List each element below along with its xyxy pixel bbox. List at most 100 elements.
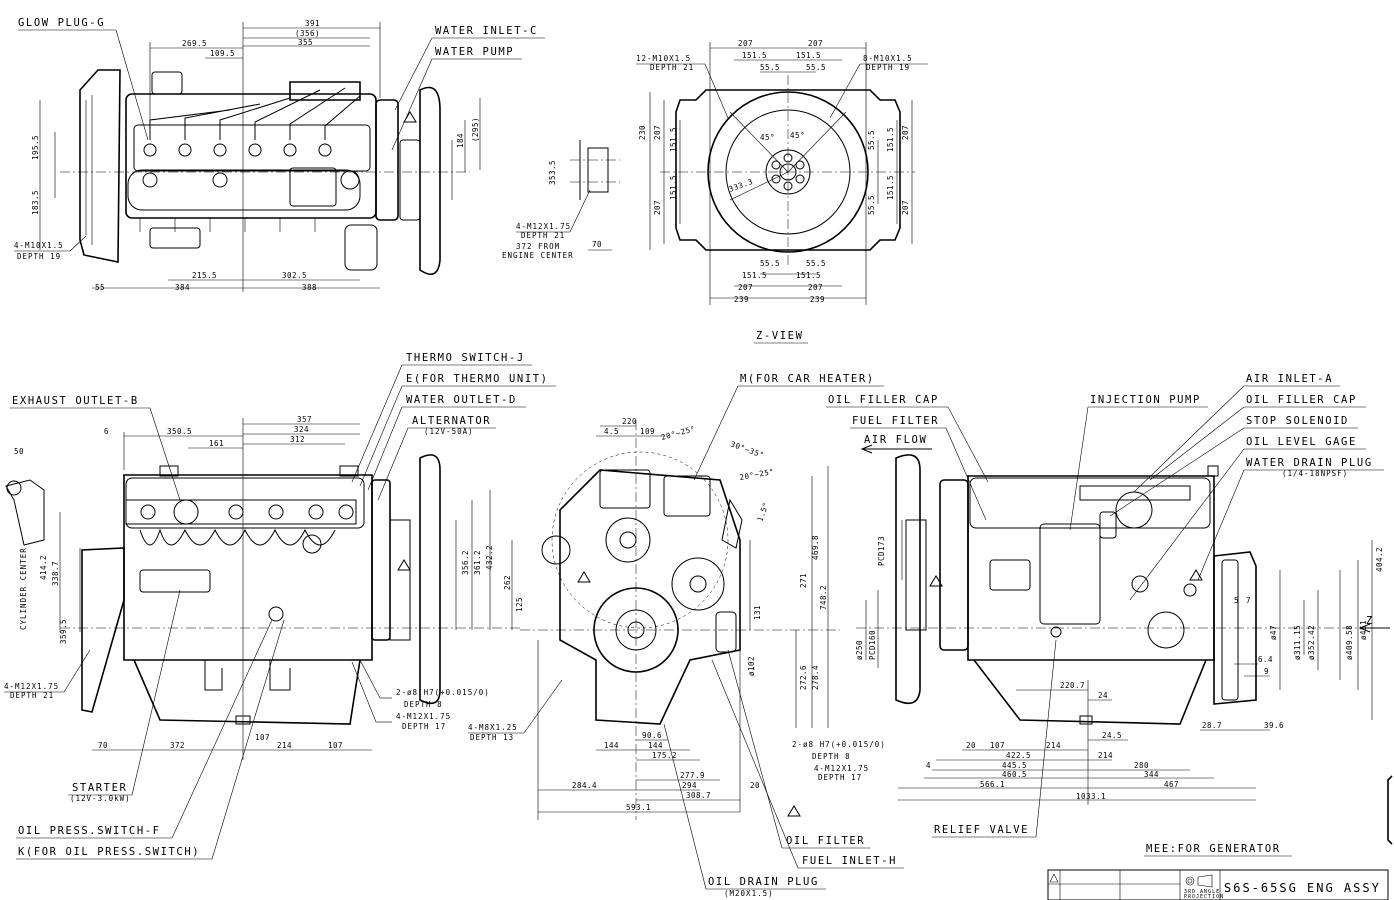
callout-oil-drain-plug: OIL DRAIN PLUG [708,876,819,888]
dim-r422: 422.5 [1006,751,1031,760]
dim-356: (356) [295,29,320,38]
callout-water-drain-plug: WATER DRAIN PLUG [1246,457,1373,469]
dim-384: 384 [175,283,190,292]
dim-f-ang4: 1.5° [755,501,770,523]
dim-f277: 277.9 [680,771,705,780]
dim-z151-vl2: 151.5 [669,175,678,200]
dim-l414: 414.2 [39,555,48,580]
dim-f4: 4.5 [604,427,619,436]
dim-r566: 566.1 [980,780,1005,789]
callout-oil-filter: OIL FILTER [786,835,865,847]
dim-l50: 50 [14,447,24,456]
dim-z55-tr: 55.5 [806,63,826,72]
callout-oil-filler-cap-right: OIL FILLER CAP [1246,394,1357,406]
front-view: 220 4.5 109 144 144 90.6 175.2 277.9 294… [468,373,904,898]
dim-r4: 4 [926,761,931,770]
dim-l107a: 107 [255,733,270,742]
dim-f593: 593.1 [626,803,651,812]
right-side-view: 220.7 24 24.5 20 107 214 214 422.5 445.5… [792,373,1390,857]
block-front [559,469,741,725]
dim-z207-bl: 207 [738,283,753,292]
dim-f-ang2: 30°~35° [729,439,765,459]
dim-215: 215.5 [192,271,217,280]
dim-f144a: 144 [604,741,619,750]
flywheel-housing-z [675,89,901,251]
z-view: 45° 45° 333.3 207 207 151.5 151.5 55.5 5… [502,39,928,344]
note-front-m12-depth: DEPTH 17 [818,773,862,782]
oil-pan-right [973,659,1207,725]
dim-55: 55 [95,283,105,292]
callout-water-drain-spec: (1/4-18NPSF) [1282,469,1348,478]
dim-f271: 271 [799,573,808,588]
projection-label: 3RD ANGLE [1184,889,1220,895]
dim-r64: 6.4 [1258,655,1273,664]
callout-oil-drain-spec: (M20X1.5) [724,889,774,898]
dim-r344: 344 [1144,770,1159,779]
dim-r24: 24 [1098,691,1108,700]
dim-183: 183.5 [31,190,40,215]
dim-f748: 748.2 [819,585,828,610]
dim-l338: 338.7 [51,561,60,586]
dim-z207-vl2: 207 [653,200,662,215]
callout-injection-pump: INJECTION PUMP [1090,394,1201,406]
dim-z230: 230 [638,125,647,140]
oil-pan-left [133,659,361,725]
dim-z207-vr: 207 [901,125,910,140]
callout-water-inlet: WATER INLET-C [435,25,538,37]
callout-thermo-unit: E(FOR THERMO UNIT) [406,373,549,385]
dim-f284: 284.4 [572,781,597,790]
dim-r460: 460.5 [1002,770,1027,779]
callout-alternator: ALTERNATOR [412,415,491,427]
dim-z55-tl: 55.5 [760,63,780,72]
housing-right [1213,551,1257,705]
dim-r9: 9 [1264,667,1269,676]
dim-f294: 294 [682,781,697,790]
callout-fuel-inlet: FUEL INLET-H [802,855,897,867]
callout-exhaust-outlet: EXHAUST OUTLET-B [12,395,139,407]
dim-r39: 39.6 [1264,721,1284,730]
dim-269: 269.5 [182,39,207,48]
dim-f278: 278.4 [811,665,820,690]
dim-l361: 361.2 [473,550,482,575]
dim-z45-r: 45° [790,131,805,140]
dim-f272: 272.6 [799,665,808,690]
note-z-372: 372 FROM [516,242,560,251]
dim-f175: 175.2 [652,751,677,760]
note-left-m12: 4-M12X1.75 [4,682,59,691]
dim-r352: ø352.42 [1307,625,1316,660]
dim-r250: ø250 [855,640,864,660]
engine-block-right [967,475,1215,661]
dim-195: 195.5 [31,135,40,160]
dim-184: 184 [456,133,465,148]
starter-left [139,569,211,593]
projection-label-2: PROJECTION [1184,894,1224,900]
fan-left [419,454,441,705]
note-left-m12r-depth: DEPTH 17 [402,722,446,731]
dim-z151-vl: 151.5 [669,127,678,152]
dim-388: 388 [302,283,317,292]
note-front-pin-depth: DEPTH 8 [812,752,851,761]
alternator-top [344,224,378,271]
note-left-m12r: 4-M12X1.75 [396,712,451,721]
dim-z151-vr: 151.5 [886,127,895,152]
note-z-12m10-depth: DEPTH 21 [650,63,694,72]
dim-r47: ø47 [1269,625,1278,640]
note-z-m12-depth: DEPTH 21 [521,231,565,240]
note-cyl-center: CYLINDER CENTER [19,547,28,630]
dim-r160: PCD160 [868,630,877,660]
dim-z207-tr: 207 [808,39,823,48]
dim-r404: 404.2 [1375,547,1384,572]
fan [419,86,441,276]
callout-oil-filler-cap-left: OIL FILLER CAP [828,394,939,406]
dim-z151-bl: 151.5 [742,271,767,280]
note-left-pin-depth: DEPTH 8 [404,700,443,709]
dim-z333: 333.3 [728,177,755,194]
dim-r24b: 24.5 [1102,731,1122,740]
dim-391: 391 [305,19,320,28]
callout-oil-press-switch: OIL PRESS.SWITCH-F [18,825,161,837]
dim-f131: 131 [753,605,762,620]
dim-l350: 350.5 [167,427,192,436]
dim-r28: 28.7 [1202,721,1222,730]
injection-pump-front [663,475,711,517]
